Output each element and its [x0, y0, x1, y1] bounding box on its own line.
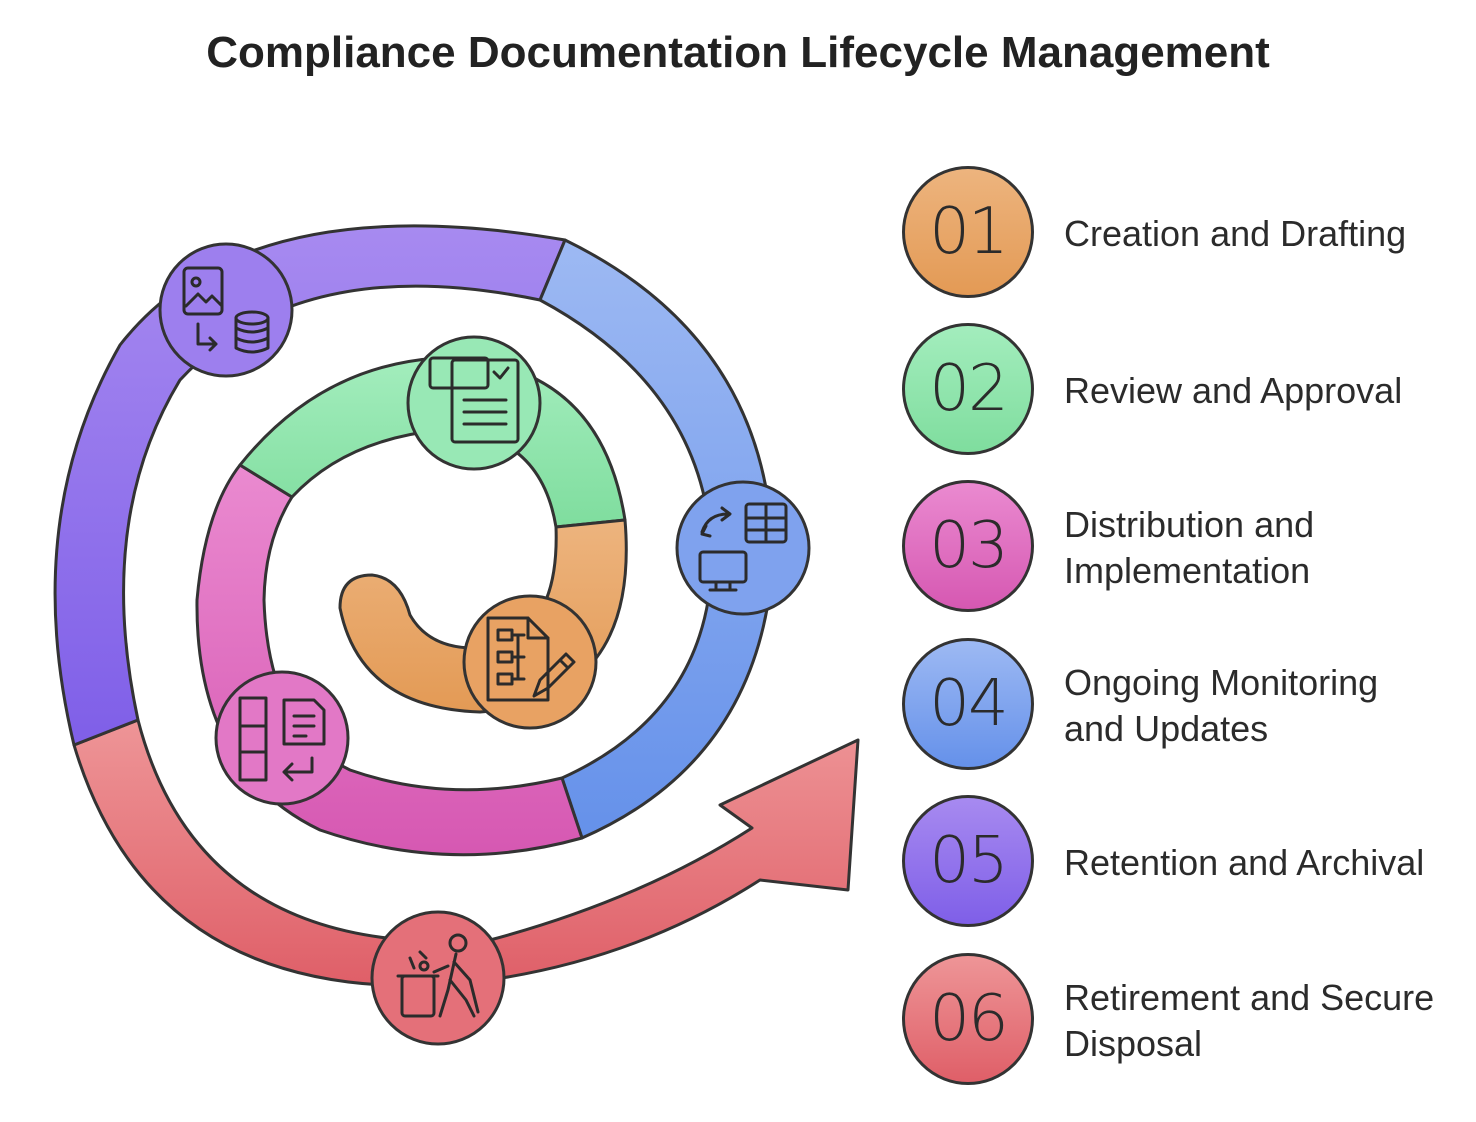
step-number-badge: 05: [902, 795, 1034, 927]
monitor-sync-icon: [698, 502, 788, 592]
stage-01-node: [462, 594, 598, 730]
document-edit-icon: [486, 616, 576, 702]
step-05: 05 Retention and Archival: [902, 795, 1462, 931]
step-02: 02 Review and Approval: [902, 323, 1462, 459]
step-label: Distribution and Implementation: [1064, 504, 1315, 591]
step-number-badge: 03: [902, 480, 1034, 612]
step-01: 01 Creation and Drafting: [902, 166, 1462, 302]
step-03: 03 Distribution and Implementation: [902, 480, 1462, 616]
step-04: 04 Ongoing Monitoring and Updates: [902, 638, 1462, 774]
trash-disposal-icon: [396, 933, 480, 1018]
table-return-icon: [238, 696, 326, 782]
stage-06-node: [370, 910, 506, 1046]
step-label: Creation and Drafting: [1064, 213, 1407, 254]
step-label: Review and Approval: [1064, 370, 1403, 411]
stage-03-node: [214, 670, 350, 806]
step-06: 06 Retirement and Secure Disposal: [902, 953, 1462, 1089]
step-number-badge: 04: [902, 638, 1034, 770]
stage-06-arc: [72, 718, 860, 988]
step-label: Ongoing Monitoring and Updates: [1064, 662, 1379, 749]
stage-05-node: [158, 242, 294, 378]
image-to-database-icon: [182, 266, 270, 354]
step-number-badge: 06: [902, 953, 1034, 1085]
page-title: Compliance Documentation Lifecycle Manag…: [206, 28, 1270, 77]
step-number-badge: 02: [902, 323, 1034, 455]
lifecycle-spiral-diagram: [53, 224, 860, 1046]
step-number-badge: 01: [902, 166, 1034, 298]
approval-document-icon: [428, 356, 520, 444]
step-label: Retention and Archival: [1064, 842, 1425, 883]
stage-04-node: [675, 480, 811, 616]
step-label: Retirement and Secure Disposal: [1064, 977, 1435, 1064]
